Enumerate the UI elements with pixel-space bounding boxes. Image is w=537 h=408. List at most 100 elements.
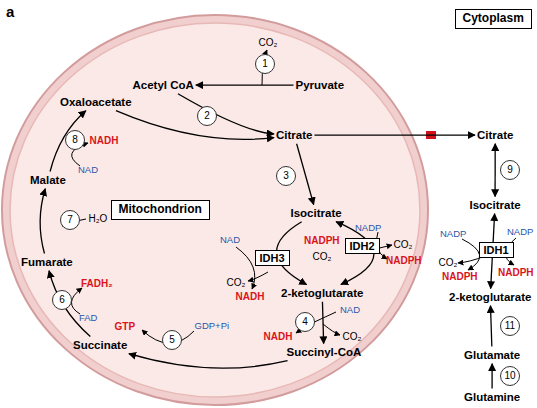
- node-text: 6: [59, 294, 65, 306]
- node-text: Glutamate: [464, 349, 520, 362]
- cofactor-label: NADH: [236, 291, 265, 302]
- reaction-arrow: [50, 111, 86, 172]
- node-text: 2: [204, 110, 210, 122]
- panel-letter: a: [6, 4, 14, 21]
- cofactor-label: CO₂: [439, 257, 458, 268]
- metabolite: Malate: [30, 174, 66, 187]
- cofactor-label: FAD: [79, 313, 97, 323]
- metabolite: Pyruvate: [296, 79, 345, 92]
- metabolite: Acetyl CoA: [133, 79, 194, 92]
- metabolite: 2-ketoglutarate: [449, 291, 531, 304]
- mitochondrion-inner: [10, 23, 420, 397]
- node-text: IDH1: [484, 244, 509, 257]
- node-text: Cytoplasm: [463, 12, 524, 26]
- node-text: 1: [262, 58, 268, 70]
- mitochondrion-outer: [2, 15, 428, 405]
- node-text: Glutamine: [464, 391, 520, 404]
- metabolite: Fumarate: [21, 256, 73, 269]
- cofactor-label: NAD: [78, 165, 98, 175]
- step-number: 3: [276, 166, 296, 186]
- node-text: Citrate: [276, 129, 312, 142]
- metabolite: Isocitrate: [470, 199, 521, 212]
- metabolite: Glutamate: [464, 349, 520, 362]
- node-text: 2-ketoglutarate: [449, 291, 531, 304]
- step-number: 9: [500, 160, 520, 180]
- node-text: Malate: [30, 174, 66, 187]
- cofactor-arc: [248, 272, 268, 281]
- cofactor-label: NADPH: [386, 255, 422, 266]
- cofactor-label: NADP: [440, 229, 466, 239]
- node-text: Succinyl-CoA: [287, 346, 362, 359]
- metabolite: Succinyl-CoA: [287, 346, 362, 359]
- cofactor-arc: [71, 288, 82, 314]
- cofactor-label: GTP: [115, 321, 136, 332]
- cofactor-label: NAD: [340, 305, 360, 315]
- metabolite: Glutamine: [464, 391, 520, 404]
- metabolite: Oxaloacetate: [60, 96, 132, 109]
- reaction-arrow: [40, 189, 45, 254]
- step-number: 1: [255, 54, 275, 74]
- node-text: Citrate: [477, 129, 513, 142]
- cofactor-label: NADH: [264, 331, 293, 342]
- metabolite: Isocitrate: [291, 207, 342, 220]
- cofactor-label: CO₂: [343, 331, 362, 342]
- reaction-arrow: [314, 134, 475, 135]
- reaction-arrow: [196, 84, 294, 85]
- compartment-label: Mitochondrion: [111, 200, 210, 220]
- cofactor-arc: [323, 324, 340, 335]
- metabolite: Succinate: [73, 339, 127, 352]
- cofactor-label: NAD: [220, 235, 240, 245]
- node-text: Isocitrate: [470, 199, 521, 212]
- node-text: 2-ketoglutarate: [281, 287, 363, 300]
- reaction-arrow: [129, 354, 288, 368]
- reaction-arrow: [494, 144, 495, 197]
- step-number: 2: [197, 106, 217, 126]
- node-text: Oxaloacetate: [60, 96, 132, 109]
- cofactor-label: H₂O: [89, 213, 108, 224]
- step-number: 5: [162, 330, 182, 350]
- node-text: 7: [67, 214, 73, 226]
- node-text: IDH3: [260, 252, 285, 265]
- cofactor-label: CO₂: [259, 37, 278, 48]
- cofactor-label: NADP: [507, 227, 533, 237]
- reaction-arrow: [178, 94, 274, 134]
- node-text: 8: [72, 134, 78, 146]
- node-text: 3: [283, 170, 289, 182]
- cofactor-label: NADPH: [498, 267, 534, 278]
- step-number: 7: [60, 210, 80, 230]
- cofactor-arc: [462, 239, 480, 270]
- step-number: 6: [52, 290, 72, 310]
- cofactor-label: CO₂: [227, 277, 246, 288]
- enzyme-box: IDH3: [255, 250, 290, 267]
- reaction-arrow: [491, 306, 492, 347]
- reaction-arrow: [322, 302, 323, 344]
- step-number: 10: [500, 366, 520, 386]
- cofactor-label: NADP: [355, 223, 381, 233]
- step-number: 4: [295, 312, 315, 332]
- node-text: 9: [507, 164, 513, 176]
- cofactor-label: FADH₂: [81, 278, 113, 289]
- cofactor-label: NADPH: [304, 235, 340, 246]
- reaction-arrow: [297, 144, 314, 205]
- step-number: 11: [500, 316, 520, 336]
- node-text: 10: [504, 370, 515, 382]
- reaction-arrow: [116, 111, 274, 140]
- compartment-label: Cytoplasm: [455, 9, 532, 29]
- cofactor-label: CO₂: [313, 251, 332, 262]
- node-text: 4: [302, 316, 308, 328]
- node-text: 11: [505, 320, 515, 332]
- enzyme-box: IDH2: [345, 238, 380, 255]
- node-text: Isocitrate: [291, 207, 342, 220]
- node-text: IDH2: [350, 240, 375, 253]
- cofactor-label: CO₂: [394, 239, 413, 250]
- cofactor-label: NADH: [90, 135, 119, 146]
- cofactor-label: GDP+Pi: [195, 321, 230, 331]
- node-text: Mitochondrion: [119, 203, 202, 217]
- metabolite: Citrate: [276, 129, 312, 142]
- node-text: Succinate: [73, 339, 127, 352]
- reaction-arrow: [491, 364, 492, 389]
- metabolite: Citrate: [477, 129, 513, 142]
- cofactor-label: NADPH: [442, 271, 478, 282]
- node-text: 5: [169, 334, 175, 346]
- node-text: Acetyl CoA: [133, 79, 194, 92]
